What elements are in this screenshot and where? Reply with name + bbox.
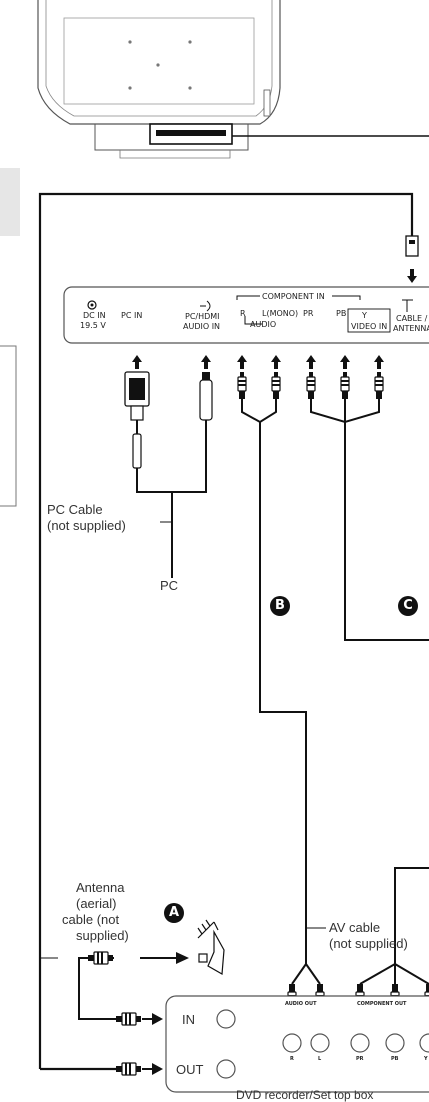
pc-label: PC	[160, 578, 179, 593]
antenna-label-1: Antenna	[76, 880, 125, 895]
label-dc-in-voltage: 19.5 V	[80, 321, 106, 330]
device-y-label: Y	[424, 1056, 428, 1062]
device-audio-out-label: AUDIO OUT	[285, 1001, 317, 1007]
av-cable-label-2: (not supplied)	[329, 936, 408, 951]
label-pc-hdmi-audio-in-2: AUDIO IN	[183, 322, 221, 331]
vga-connector	[124, 371, 150, 469]
device-in-label: IN	[182, 1012, 195, 1027]
pc-cable-label-1: PC Cable	[47, 502, 103, 517]
device-out-label: OUT	[176, 1062, 204, 1077]
tv-rear-illustration	[37, 0, 429, 159]
audio-mini-plug	[199, 372, 213, 421]
av-cable-label-1: AV cable	[329, 920, 381, 935]
label-audio-l-mono: L(MONO)	[262, 309, 299, 318]
device-caption: DVD recorder/Set top box	[236, 1088, 374, 1102]
antenna-label-3: cable (not	[62, 912, 120, 927]
label-audio-group: AUDIO	[250, 320, 277, 329]
label-pb: PB	[336, 309, 347, 318]
badge-a: A	[164, 903, 184, 923]
label-component-in: COMPONENT IN	[262, 292, 325, 301]
antenna-label-2: (aerial)	[76, 896, 117, 911]
label-dc-in: DC IN	[83, 311, 106, 320]
label-pc-in: PC IN	[121, 311, 143, 320]
badge-c: C	[398, 596, 418, 616]
label-video-in: VIDEO IN	[351, 322, 388, 331]
device-pb-label: PB	[391, 1056, 399, 1062]
label-y: Y	[362, 311, 367, 320]
pc-cable-label-2: (not supplied)	[47, 518, 126, 533]
page-tab	[0, 168, 20, 236]
label-antenna: ANTENNA	[393, 324, 429, 333]
label-pr: PR	[303, 309, 314, 318]
side-bracket	[0, 345, 17, 507]
antenna-label-4: supplied)	[76, 928, 129, 943]
tv-connector-panel	[63, 286, 429, 344]
antenna-symbol	[197, 919, 225, 975]
device-l-label: L	[318, 1056, 322, 1062]
device-r-label: R	[290, 1056, 294, 1062]
label-audio-r: R	[240, 309, 246, 318]
badge-b: B	[270, 596, 290, 616]
label-cable: CABLE /	[396, 314, 428, 323]
device-pr-label: PR	[356, 1056, 364, 1062]
device-component-out-label: COMPONENT OUT	[357, 1001, 407, 1007]
label-pc-hdmi-audio-in-1: PC/HDMI	[185, 312, 220, 321]
